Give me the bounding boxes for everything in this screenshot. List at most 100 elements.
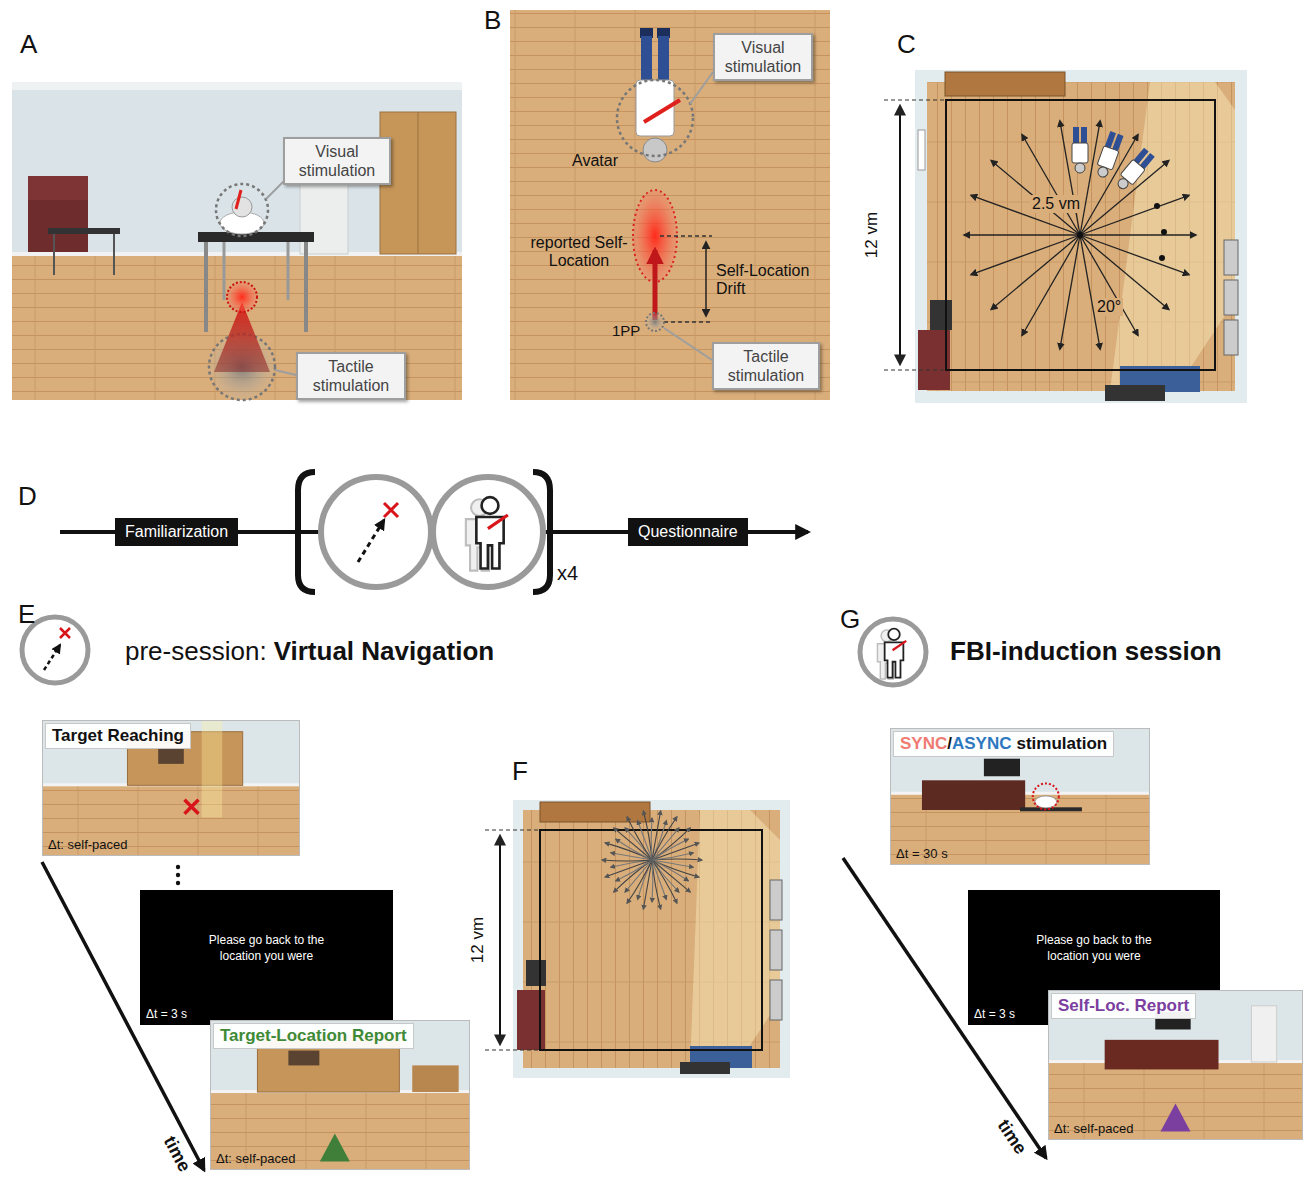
illustration-part [202,721,222,817]
screenshot-panel: Self-Loc. ReportΔt: self-paced [1048,990,1303,1140]
trajectories [602,811,702,909]
illustration-part [184,800,198,814]
illustration-part [1049,1062,1302,1139]
illustration-part [526,960,546,986]
target-directions [964,121,1196,349]
illustration-part [770,880,782,920]
repeat-label: x4 [557,562,578,585]
illustration-part [680,1062,730,1074]
trajectory-line [651,860,653,902]
illustration-part [418,112,419,254]
illustration-part [1033,784,1059,810]
avatar-top-view [1072,127,1088,173]
illustration-part [358,520,384,562]
illustration-part [485,830,540,1050]
illustration-part [770,980,782,1020]
trajectory-line [652,853,693,860]
illustration-part [384,503,398,517]
callout-box: Visual stimulation [283,137,391,185]
text-row: Tactile stimulation [303,357,399,395]
illustration-part [915,70,1247,403]
illustration-part [12,255,462,400]
direction-arrow [1080,135,1138,235]
panel-letter: F [512,757,528,787]
figure-label: 1PP [612,322,640,339]
illustration-part [198,232,314,242]
text-row: Self-Loc. Report [1051,993,1196,1019]
illustration-part [918,130,925,170]
illustration-part [44,645,60,670]
trajectory-line [616,839,652,860]
dimension-label: 12 vm [468,917,488,963]
text-row: Visual stimulation [290,142,384,180]
node-text: ASYNC [952,734,1012,753]
illustration-part [653,250,658,320]
illustration-part [48,228,120,234]
illustration-part [658,36,669,82]
direction-arrow [991,235,1080,310]
illustration-part [216,184,268,236]
illustration-part [60,628,70,638]
trajectory-line [605,843,652,860]
node-text: Δt: self-paced [48,837,128,852]
illustration-part [1081,127,1087,144]
direction-arrow [1080,235,1100,349]
node-text: Target-Location Report [220,1026,407,1045]
text-row: Δt: self-paced [43,837,128,855]
illustration-part [113,234,115,275]
illustration-part [705,242,707,316]
illustration-part [1075,163,1085,173]
illustration-part [1073,127,1079,144]
illustration-part [433,477,543,587]
node-text: Target Reaching [52,726,184,745]
illustration-part [946,100,1215,370]
illustration-part [499,836,501,1044]
text-row: Tactile stimulation [719,347,813,385]
text-row: Familiarization [125,523,228,541]
direction-arrow [1080,235,1169,310]
illustration-part [899,106,901,364]
illustration-part [664,328,712,360]
illustration-part [1020,807,1082,811]
panel-letter: B [484,6,501,36]
icon-g [860,619,926,685]
illustration-part [288,1051,319,1066]
illustration-part [1161,229,1167,235]
center-dot [1077,232,1083,238]
illustration-part [877,629,906,679]
trajectory-line [652,860,699,877]
illustration-part [236,190,241,209]
trajectory-line [627,817,652,860]
node-text: stimulation [1016,734,1107,753]
figure-label: Self-Location Drift [716,262,841,299]
illustration-part [412,1065,458,1092]
callout-box: Visual stimulation [713,33,813,81]
illustration-part [510,10,830,400]
illustration-part [1224,320,1238,355]
illustration-part [540,830,762,1050]
illustration-part [1154,203,1160,209]
illustration-part [53,234,55,275]
trajectory-line [652,817,677,860]
axis-label: time [159,1133,195,1175]
text-row: Target Reaching [45,723,191,749]
illustration-part [275,370,296,375]
illustration-part [1251,1006,1276,1062]
angle-label: 20° [1095,298,1123,316]
illustration-part [1224,280,1238,315]
phase-box: Questionnaire [628,518,748,546]
trajectory-line [652,860,677,903]
illustration-part [321,477,431,587]
illustration-part [43,721,299,785]
illustration-part [298,472,315,592]
illustration-part [223,242,226,300]
screenshot-panel: Target-Location ReportΔt: self-paced [210,1020,470,1170]
axis-label: time [993,1116,1031,1158]
panel-letter: G [840,605,860,635]
trajectory-line [605,860,652,877]
trajectory-line [616,860,652,881]
timeline-d [60,472,808,592]
avatar-top-view [1114,147,1156,193]
illustration-part [158,748,184,764]
illustration-part [664,321,712,323]
